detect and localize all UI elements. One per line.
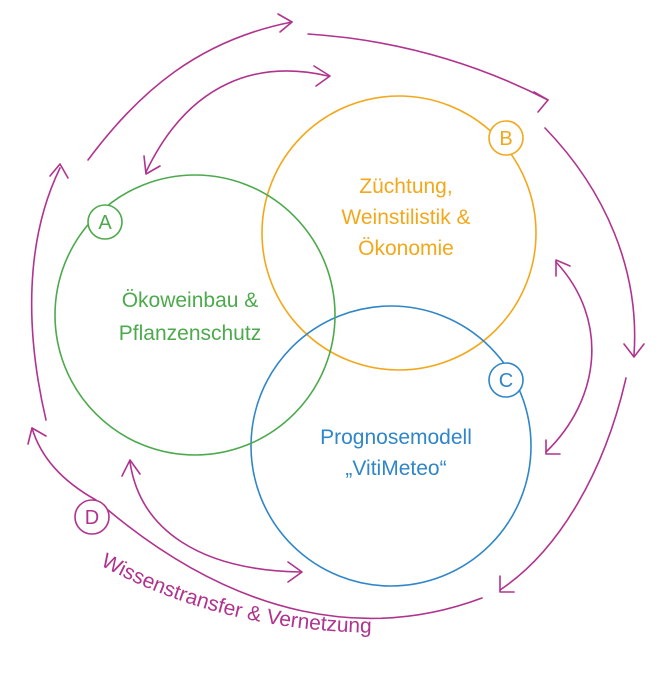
arrowhead [49, 163, 69, 179]
arrowhead [143, 155, 161, 175]
arrowhead [499, 575, 515, 593]
label-b-line-3: Ökonomie [358, 237, 454, 260]
label-a: Ökoweinbau & Pflanzenschutz [119, 289, 261, 345]
label-b-line-1: Züchtung, [359, 175, 452, 198]
badge-c-letter: C [499, 370, 513, 392]
outer-arrow-left-up [30, 167, 61, 421]
outer-arrow-bottom [107, 509, 483, 620]
outer-label: Wissenstransfer & Vernetzung [98, 549, 372, 638]
badge-d-letter: D [85, 507, 99, 529]
outer-arrow-bottom-right [499, 377, 627, 591]
arrowhead [287, 561, 303, 583]
circle-b [261, 95, 537, 371]
outer-arrow-right [544, 127, 636, 356]
badge-c: C [488, 362, 524, 398]
arrowhead [555, 259, 571, 277]
arrowhead [313, 65, 331, 87]
label-a-line-2: Pflanzenschutz [119, 322, 261, 345]
outer-arrow-left [31, 427, 97, 501]
arrowhead [121, 459, 141, 477]
arrowhead [623, 343, 645, 358]
label-c-line-1: Prognosemodell [320, 426, 472, 449]
circle-a [54, 174, 336, 456]
outer-arrow-top [87, 21, 293, 161]
badge-b: B [488, 120, 524, 156]
label-a-line-1: Ökoweinbau & [122, 289, 259, 312]
arrowhead [27, 427, 47, 445]
arrowhead [277, 13, 293, 33]
inner-arrow-a-c [129, 461, 301, 573]
arrowhead [533, 91, 549, 113]
arrowhead [545, 439, 561, 455]
label-c-line-2: „VitiMeteo“ [345, 457, 446, 480]
inner-arrow-a-b [145, 70, 329, 173]
badge-d: D [74, 499, 110, 535]
badge-b-letter: B [499, 128, 512, 150]
inner-arrow-b-c [545, 261, 593, 453]
badge-a-letter: A [98, 212, 112, 234]
outer-label-path: Wissenstransfer & Vernetzung [98, 549, 372, 638]
inner-arrows [121, 65, 593, 583]
label-b: Züchtung, Weinstilistik & Ökonomie [341, 175, 470, 260]
label-c: Prognosemodell „VitiMeteo“ [320, 426, 472, 480]
badge-a: A [87, 204, 123, 240]
outer-arrow-top-right [307, 33, 549, 101]
circle-c [250, 305, 532, 587]
outer-cycle-arrows [27, 13, 645, 620]
label-b-line-2: Weinstilistik & [341, 206, 470, 229]
